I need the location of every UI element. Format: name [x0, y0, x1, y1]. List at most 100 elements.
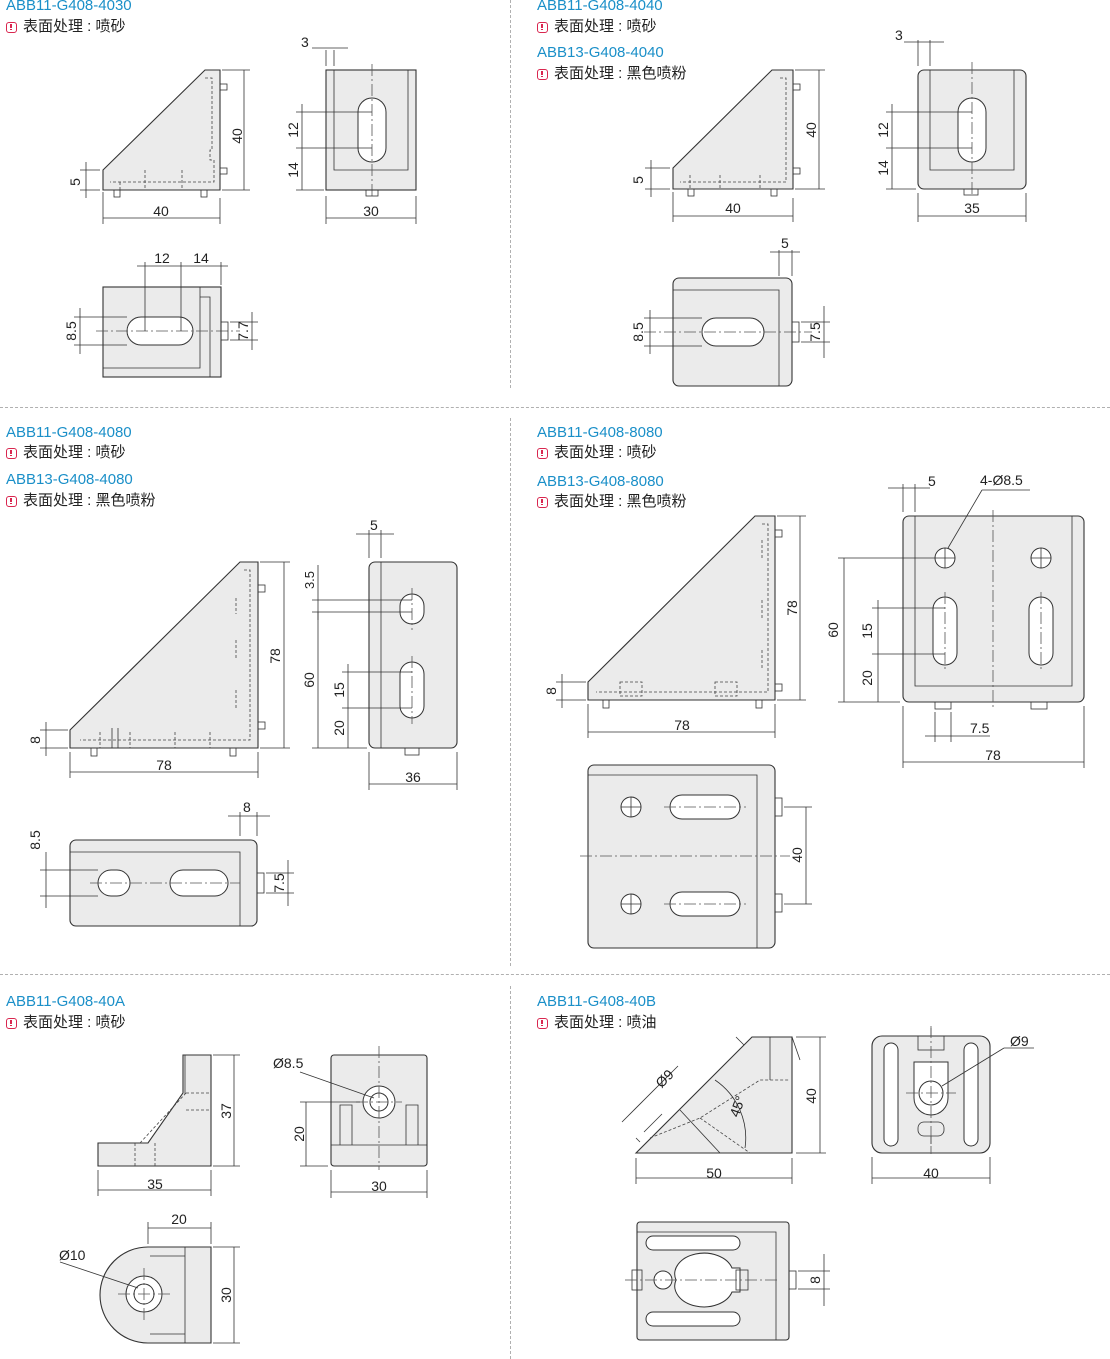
dimension-label: 15	[331, 682, 347, 698]
surface-treatment-text: 表面处理 : 喷砂	[554, 18, 657, 35]
row-divider-1	[0, 407, 1110, 408]
dimension-label: 12	[154, 250, 170, 266]
dimension-label: 40	[803, 122, 819, 138]
drawing-bottom-view-4030	[74, 262, 258, 378]
dimension-label: 20	[859, 670, 875, 686]
dimension-label: 40	[229, 128, 245, 144]
surface-treatment-note: 表面处理 : 喷油	[537, 1014, 657, 1032]
dimension-label: 5	[781, 235, 789, 251]
warning-icon	[6, 21, 17, 33]
warning-icon	[537, 447, 548, 459]
dimension-label: 37	[218, 1103, 234, 1119]
drawing-side-view-4030	[80, 69, 250, 224]
dimension-label: 12	[875, 122, 891, 138]
surface-treatment-text: 表面处理 : 喷砂	[23, 1014, 126, 1031]
dimension-label: 4-Ø8.5	[980, 472, 1023, 488]
drawing-front-view-4030	[296, 47, 417, 224]
dimension-label: 30	[218, 1287, 234, 1303]
drawing-bottom-view-8080	[580, 764, 812, 949]
dimension-label: 5	[630, 176, 646, 184]
dimension-label: 40	[789, 847, 805, 863]
dimension-label: 14	[193, 250, 209, 266]
dimension-label: 78	[784, 600, 800, 616]
drawing-front-view-4080	[312, 530, 458, 790]
warning-icon	[6, 447, 17, 459]
dimension-label: 40	[803, 1088, 819, 1104]
dimension-labels-8080: 5 4-Ø8.5 78 8 78 60 15 20 7.5 78 40	[543, 472, 1023, 863]
dimension-label: 8.5	[27, 830, 43, 850]
dimension-label: Ø8.5	[273, 1055, 304, 1071]
model-number: ABB11-G408-4040	[537, 0, 663, 14]
dimension-label: 78	[267, 648, 283, 664]
column-divider-3	[510, 986, 511, 1359]
dimension-label: 20	[291, 1126, 307, 1142]
dimension-label: 45°	[726, 1094, 748, 1119]
dimension-label: 15	[859, 623, 875, 639]
drawing-front-view-8080	[838, 484, 1085, 768]
dimension-label: 12	[285, 122, 301, 138]
surface-treatment-text: 表面处理 : 喷砂	[23, 444, 126, 461]
warning-icon	[537, 496, 548, 508]
dimension-label: 20	[331, 720, 347, 736]
model-number: ABB11-G408-40A	[6, 993, 125, 1010]
dimension-label: 30	[371, 1178, 387, 1194]
dimension-label: 7.5	[807, 322, 823, 342]
surface-treatment-text: 表面处理 : 喷油	[554, 1014, 657, 1031]
dimension-label: 8.5	[630, 322, 646, 342]
drawing-bottom-view-4080	[40, 812, 294, 927]
surface-treatment-note: 表面处理 : 喷砂	[6, 18, 126, 36]
dimension-label: 3.5	[302, 571, 317, 589]
dimension-label: Ø9	[1010, 1033, 1029, 1049]
dimension-label: 40	[153, 203, 169, 219]
dimension-label: 78	[985, 747, 1001, 763]
surface-treatment-note: 表面处理 : 喷砂	[6, 1014, 126, 1032]
model-number: ABB13-G408-4080	[6, 471, 133, 488]
warning-icon	[6, 495, 17, 507]
dimension-labels-4040: 3 40 5 40 12 14 35 5 8.5 7.5	[630, 27, 980, 342]
surface-treatment-text: 表面处理 : 黑色喷粉	[554, 65, 687, 82]
warning-icon	[6, 1017, 17, 1029]
dimension-label: 20	[171, 1211, 187, 1227]
dimension-label: 8	[243, 799, 251, 815]
drawing-side-view-8080	[556, 515, 806, 738]
dimension-label: 14	[875, 160, 891, 176]
drawing-side-view-4080	[40, 561, 290, 778]
dimension-label: 7.7	[235, 321, 251, 341]
surface-treatment-note: 表面处理 : 喷砂	[537, 18, 657, 36]
surface-treatment-text: 表面处理 : 喷砂	[23, 18, 126, 35]
dimension-label: 35	[147, 1176, 163, 1192]
drawing-front-view-4040	[886, 40, 1027, 222]
dimension-label: 40	[923, 1165, 939, 1181]
drawing-side-view-40A	[97, 1054, 240, 1196]
dimension-label: 3	[301, 34, 309, 50]
model-number: ABB13-G408-4040	[537, 44, 664, 61]
dimension-labels-4030: 3 40 5 40 12 14 30 12 14 8.5 7.7	[63, 34, 379, 341]
dimension-label: 30	[363, 203, 379, 219]
dimension-label: Ø9	[652, 1066, 677, 1091]
dimension-label: 7.5	[970, 720, 990, 736]
warning-icon	[537, 68, 548, 80]
dimension-label: 78	[156, 757, 172, 773]
dimension-label: 5	[370, 517, 378, 533]
dimension-label: 8	[543, 687, 559, 695]
dimension-label: 8	[27, 736, 43, 744]
surface-treatment-text: 表面处理 : 黑色喷粉	[554, 493, 687, 510]
surface-treatment-text: 表面处理 : 喷砂	[554, 444, 657, 461]
dimension-label: 5	[928, 473, 936, 489]
drawing-bottom-view-4040	[644, 250, 830, 387]
column-divider-2	[510, 418, 511, 966]
dimension-labels-40A: 37 35 Ø8.5 20 30 20 Ø10 30	[59, 1055, 387, 1303]
model-number: ABB11-G408-8080	[537, 424, 663, 441]
surface-treatment-note: 表面处理 : 喷砂	[537, 444, 657, 462]
dimension-label: 36	[405, 769, 421, 785]
surface-treatment-note: 表面处理 : 黑色喷粉	[537, 65, 687, 83]
dimension-label: 14	[285, 162, 301, 178]
model-number: ABB11-G408-4030	[6, 0, 132, 14]
dimension-label: 50	[706, 1165, 722, 1181]
dimension-label: 35	[964, 200, 980, 216]
